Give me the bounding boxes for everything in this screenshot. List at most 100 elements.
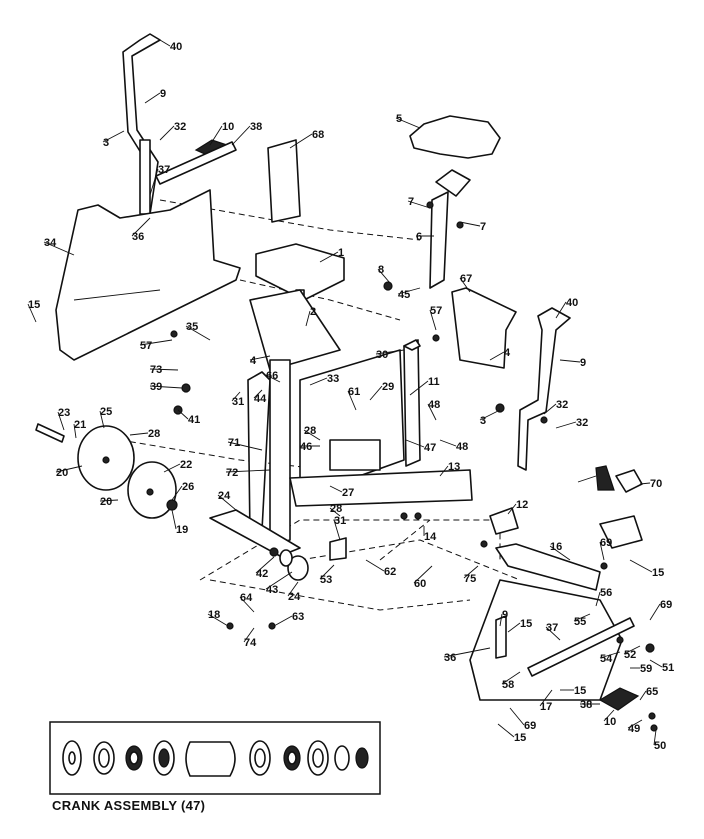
callout-leader-line xyxy=(439,439,457,447)
callout-leader-line xyxy=(409,380,429,396)
callout-leader-line xyxy=(144,92,161,104)
crank-assembly-box xyxy=(49,721,381,795)
callout-number: 7 xyxy=(408,196,414,208)
flywheel xyxy=(77,425,135,491)
callout-leader-line xyxy=(539,689,553,707)
callout-leader-line xyxy=(499,613,503,627)
callout-leader-line xyxy=(559,359,581,363)
callout-leader-line xyxy=(397,287,421,295)
callout-number: 19 xyxy=(176,524,188,536)
callout-leader-line xyxy=(303,429,321,441)
callout-number: 64 xyxy=(240,592,253,604)
callout-number: 57 xyxy=(140,340,152,352)
callout-leader-line xyxy=(459,221,481,227)
callout-number: 6 xyxy=(416,231,422,243)
callout-leader-line xyxy=(329,507,341,517)
crank-assembly-parts xyxy=(62,740,369,777)
callout-leader-line xyxy=(265,571,293,590)
callout-number: 53 xyxy=(320,574,332,586)
callout-number: 24 xyxy=(218,490,231,502)
callout-number: 25 xyxy=(100,406,112,418)
rear-post-9 xyxy=(495,615,507,659)
callout-leader-line xyxy=(595,591,601,607)
callout-number: 7 xyxy=(480,221,486,233)
callout-leader-line xyxy=(649,603,661,621)
callout-number: 71 xyxy=(228,437,240,449)
callout-leader-line xyxy=(319,564,335,580)
callout-number: 15 xyxy=(652,567,664,579)
callout-leader-line xyxy=(543,403,557,415)
callout-number: 56 xyxy=(600,587,612,599)
callout-number: 73 xyxy=(150,364,162,376)
callout-number: 28 xyxy=(148,428,160,440)
callout-number: 9 xyxy=(160,88,166,100)
callout-number: 31 xyxy=(334,515,346,527)
callout-number: 4 xyxy=(504,347,511,359)
callout-number: 69 xyxy=(600,537,612,549)
callout-leader-line xyxy=(149,385,183,389)
rear-stabilizer xyxy=(495,543,601,591)
callout-leader-line xyxy=(319,251,339,263)
callout-number: 8 xyxy=(378,264,384,276)
callout-number: 40 xyxy=(566,297,578,309)
callout-leader-line xyxy=(549,545,571,561)
callout-leader-line xyxy=(139,339,173,346)
callout-leader-line xyxy=(129,432,149,436)
main-frame xyxy=(209,339,473,557)
callout-number: 54 xyxy=(600,653,613,665)
callout-leader-line xyxy=(573,613,591,622)
callout-leader-line xyxy=(459,277,471,293)
callout-leader-line xyxy=(395,117,421,129)
callout-number: 33 xyxy=(327,373,339,385)
callout-number: 44 xyxy=(254,393,267,405)
callout-number: 14 xyxy=(424,531,437,543)
callout-number: 59 xyxy=(640,663,652,675)
callout-leader-line xyxy=(249,355,271,361)
callout-leader-line xyxy=(405,439,425,448)
callout-leader-line xyxy=(99,410,105,429)
callout-leader-line xyxy=(407,200,431,209)
callout-number: 1 xyxy=(338,247,344,259)
callout-number: 74 xyxy=(244,637,257,649)
callout-number: 15 xyxy=(28,299,40,311)
callout-leader-line xyxy=(545,626,561,641)
callout-number: 13 xyxy=(448,461,460,473)
callout-leader-line xyxy=(639,690,647,701)
callout-leader-line xyxy=(497,723,515,738)
callout-leader-line xyxy=(55,465,83,473)
callout-leader-line xyxy=(479,409,501,421)
callout-leader-line xyxy=(185,325,211,341)
callout-number: 36 xyxy=(132,231,144,243)
callout-number: 20 xyxy=(56,467,68,479)
callout-number: 51 xyxy=(662,662,674,674)
callout-number: 63 xyxy=(292,611,304,623)
callout-leader-line xyxy=(439,465,449,477)
callout-number: 11 xyxy=(428,376,440,388)
callout-leader-line xyxy=(255,556,275,574)
callout-number: 27 xyxy=(342,487,354,499)
callout-number: 15 xyxy=(574,685,586,697)
callout-number: 21 xyxy=(74,419,86,431)
callout-leader-line xyxy=(599,651,621,659)
callout-leader-line xyxy=(265,374,281,383)
callout-leader-line xyxy=(443,647,491,658)
callout-leader-line xyxy=(231,125,251,146)
callout-leader-line xyxy=(73,423,77,439)
callout-leader-line xyxy=(623,645,641,655)
callout-leader-line xyxy=(99,499,119,502)
callout-number: 37 xyxy=(158,164,170,176)
callout-number: 3 xyxy=(103,137,109,149)
callout-number: 46 xyxy=(300,441,312,453)
callout-leader-line xyxy=(603,709,615,722)
callout-leader-line xyxy=(131,217,151,237)
callout-number: 10 xyxy=(222,121,234,133)
callout-number: 20 xyxy=(100,496,112,508)
callout-leader-line xyxy=(305,310,311,327)
callout-leader-line xyxy=(253,389,263,399)
callout-number: 35 xyxy=(186,321,198,333)
callout-number: 48 xyxy=(428,399,440,411)
callout-leader-line xyxy=(159,125,175,141)
callout-number: 15 xyxy=(514,732,526,744)
